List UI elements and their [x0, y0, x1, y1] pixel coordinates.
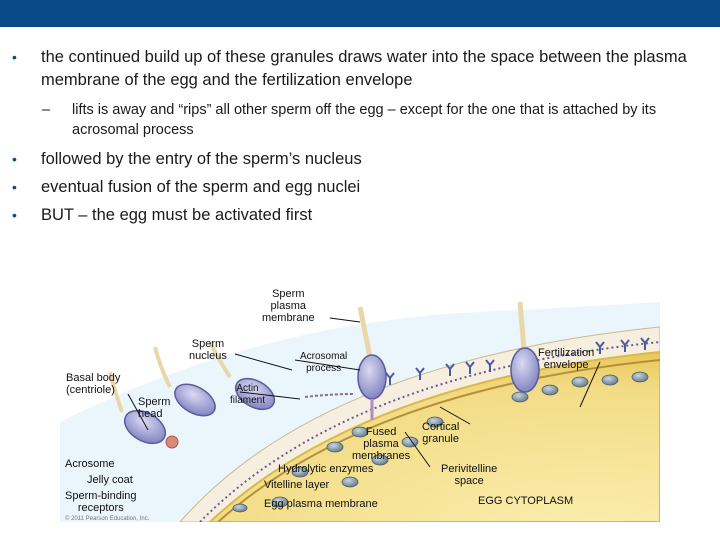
- bullet-3: • eventual fusion of the sperm and egg n…: [12, 176, 702, 198]
- bullet-1: • the continued build up of these granul…: [12, 46, 702, 92]
- bullet-1-text: the continued build up of these granules…: [41, 48, 687, 89]
- bullet-2: • followed by the entry of the sperm’s n…: [12, 148, 702, 170]
- label-sperm-plasma-membrane: Sperm plasma membrane: [262, 288, 315, 324]
- bullet-marker: •: [12, 179, 17, 195]
- fertilization-diagram: © 2011 Pearson Education, Inc.: [60, 301, 660, 522]
- label-actin-filament: Actin filament: [230, 383, 266, 406]
- label-sperm-nucleus: Sperm nucleus: [189, 338, 227, 362]
- egg-plasma-membrane-line: [217, 359, 660, 522]
- sub-bullet-1: – lifts is away and “rips” all other spe…: [42, 100, 682, 140]
- actin-filament: [304, 393, 356, 398]
- sub-bullet-1-text: lifts is away and “rips” all other sperm…: [72, 102, 657, 138]
- label-hydrolytic-enzymes: Hydrolytic enzymes: [278, 463, 374, 475]
- sperm-1: [108, 371, 179, 449]
- sperm-4: [357, 306, 387, 420]
- label-egg-cytoplasm: EGG CYTOPLASM: [478, 495, 574, 507]
- label-fused-plasma-membranes: Fused plasma membranes: [352, 426, 411, 462]
- bullet-marker: •: [12, 49, 17, 65]
- bullet-2-text: followed by the entry of the sperm’s nuc…: [41, 150, 362, 168]
- bullet-marker: •: [12, 207, 17, 223]
- leader-lines: [127, 317, 601, 468]
- label-acrosomal-process: Acrosomal process: [300, 351, 348, 374]
- label-perivitelline-space: Perivitelline space: [441, 463, 498, 487]
- label-basal-body: Basal body (centriole): [66, 372, 121, 396]
- cortical-granules: [232, 371, 649, 513]
- label-acrosome: Acrosome: [65, 458, 115, 470]
- sperm-binding-receptors: [385, 337, 650, 385]
- bullet-3-text: eventual fusion of the sperm and egg nuc…: [41, 178, 361, 196]
- label-jelly-coat: Jelly coat: [87, 474, 133, 486]
- copyright-text: © 2011 Pearson Education, Inc.: [65, 515, 150, 522]
- label-sperm-binding-receptors: Sperm-binding receptors: [65, 490, 137, 514]
- label-egg-plasma-membrane: Egg plasma membrane: [264, 498, 378, 510]
- label-fertilization-envelope: Fertilization envelope: [538, 347, 595, 371]
- sperm-2: [153, 346, 216, 417]
- label-cortical-granule: Cortical granule: [422, 421, 460, 445]
- label-vitelline-layer: Vitelline layer: [264, 479, 330, 491]
- title-bar: [0, 0, 720, 27]
- sub-bullet-marker: –: [42, 102, 51, 118]
- label-sperm-head: Sperm head: [138, 396, 171, 420]
- sperm-5: [510, 301, 540, 393]
- bullet-4-text: BUT – the egg must be activated first: [41, 206, 313, 224]
- bullet-4: • BUT – the egg must be activated first: [12, 204, 702, 226]
- bullet-marker: •: [12, 151, 17, 167]
